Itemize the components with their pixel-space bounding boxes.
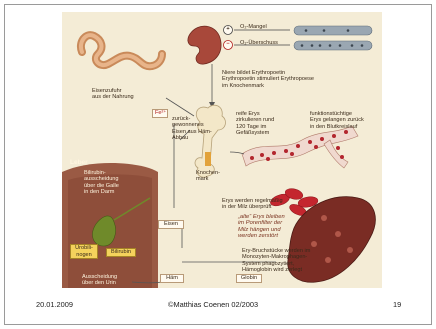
footer-author: ©Matthias Coenen 02/2003 <box>168 300 258 309</box>
label-knochenmark: Knochen- mark <box>196 170 220 183</box>
label-eisenzufuhr: Eisenzufuhr aus der Nahrung <box>92 88 134 101</box>
footer-date: 20.01.2009 <box>36 300 73 309</box>
label-reife-erys: reife Erys zirkulieren rund 120 Tage im … <box>236 111 274 136</box>
kidney-illustration <box>188 26 221 64</box>
footer-page-number: 19 <box>393 300 401 309</box>
bilirubin-box: Bilirubin <box>106 248 136 257</box>
label-bruchstuecke: Ery-Bruchstücke werden im Monozyten-Makr… <box>242 248 310 273</box>
eisen-box: Eisen <box>158 220 184 229</box>
label-leber: Leber <box>70 160 88 166</box>
label-milz-check: Erys werden regelmäßig in der Milz überp… <box>222 198 283 211</box>
diagram-graphics <box>62 12 382 288</box>
intestine-illustration <box>81 35 162 66</box>
label-plus: + <box>224 26 232 32</box>
urobilinogen-box: Urobili- nogen <box>70 244 98 259</box>
vessel-o2-high <box>294 41 372 50</box>
label-zurueckgewonnen: zurück- gewonnenes Eisen aus Häm- Abbau <box>172 116 212 141</box>
globin-box: Globin <box>236 274 262 283</box>
label-niere: Niere bildet Erythropoetin Erythropoetin… <box>222 70 314 89</box>
label-o2-ueberschuss: O₂-Überschuss <box>240 40 278 46</box>
fe-box: Fe²⁺ <box>152 109 168 118</box>
erythrocyte-cycle-diagram: O₂-Mangel O₂-Überschuss + − Niere bildet… <box>62 12 382 288</box>
label-o2-mangel: O₂-Mangel <box>240 24 267 30</box>
label-alte-erys: „alte“ Erys bleiben im Porenfilter der M… <box>238 214 285 239</box>
label-bilirubin-ausscheidung: Bilirubin- ausscheidung über die Galle i… <box>84 170 119 195</box>
haem-box: Häm <box>160 274 184 283</box>
label-ausscheidung-urin: Ausscheidung über den Urin <box>82 274 117 287</box>
label-funktionstuechtig: funktionstüchtige Erys gelangen zurück i… <box>310 111 364 130</box>
label-minus: − <box>224 41 232 47</box>
